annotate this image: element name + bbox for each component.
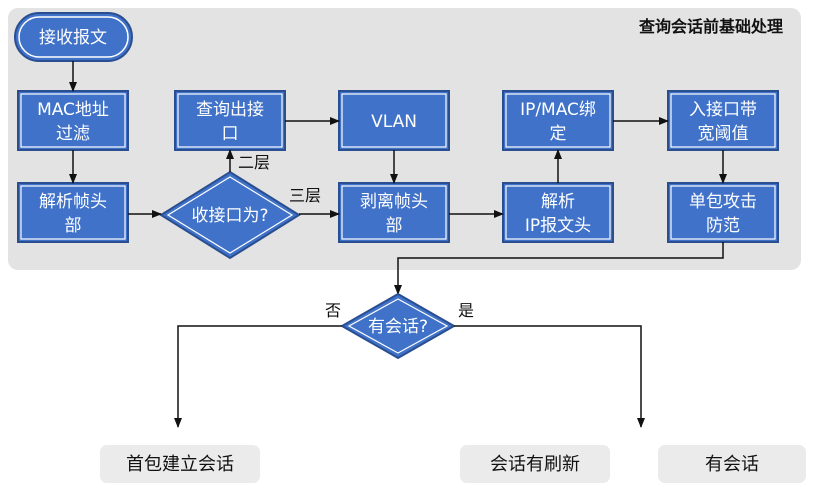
edge-label-yes: 是 (458, 301, 474, 320)
in-bw-line2: 宽阈值 (698, 124, 749, 144)
edge-session-no (174, 325, 342, 428)
single-attack-box (667, 182, 779, 243)
ip-mac-bind-box (502, 90, 614, 151)
parse-ip-line2: IP报文头 (525, 216, 591, 236)
edge-session-yes (454, 325, 645, 428)
ip-mac-bind-line1: IP/MAC绑 (520, 100, 596, 120)
result-refresh-box (460, 445, 610, 483)
has-session-diamond (339, 292, 457, 360)
result-session-refresh: 会话有刷新 (490, 454, 580, 475)
query-out-line1: 查询出接 (196, 100, 264, 120)
recv-if-diamond (159, 170, 301, 260)
edge-label-layer3: 三层 (289, 186, 321, 205)
vlan-box (338, 90, 450, 151)
result-has-session-box (658, 445, 806, 483)
single-attack-line2: 防范 (706, 216, 740, 236)
ip-mac-bind-line2: 定 (550, 124, 567, 144)
recv-if-label: 收接口为? (191, 206, 268, 226)
single-attack-line1: 单包攻击 (689, 192, 757, 212)
strip-header-line1: 剥离帧头 (360, 192, 428, 212)
edge-attack-to-session (394, 242, 724, 295)
result-has-session: 有会话 (705, 454, 759, 475)
parse-header-line1: 解析帧头 (39, 192, 107, 212)
parse-ip-line1: 解析 (541, 192, 575, 212)
mac-filter-line2: 过滤 (56, 124, 90, 144)
strip-header-line2: 部 (386, 216, 403, 236)
result-first-packet: 首包建立会话 (126, 454, 234, 475)
vlan-label: VLAN (371, 112, 417, 132)
in-bw-line1: 入接口带 (689, 100, 757, 120)
edge-label-layer2: 二层 (238, 153, 270, 172)
start-node-label: 接收报文 (39, 28, 107, 48)
strip-header-box (338, 182, 450, 243)
query-out-line2: 口 (222, 124, 239, 144)
parse-header-box (17, 182, 129, 243)
parse-header-line2: 部 (65, 216, 82, 236)
edge-label-no: 否 (325, 301, 341, 320)
mac-filter-line1: MAC地址 (37, 100, 109, 120)
has-session-label: 有会话? (368, 317, 428, 337)
result-first-packet-box (100, 445, 260, 483)
panel-title: 查询会话前基础处理 (639, 17, 783, 36)
